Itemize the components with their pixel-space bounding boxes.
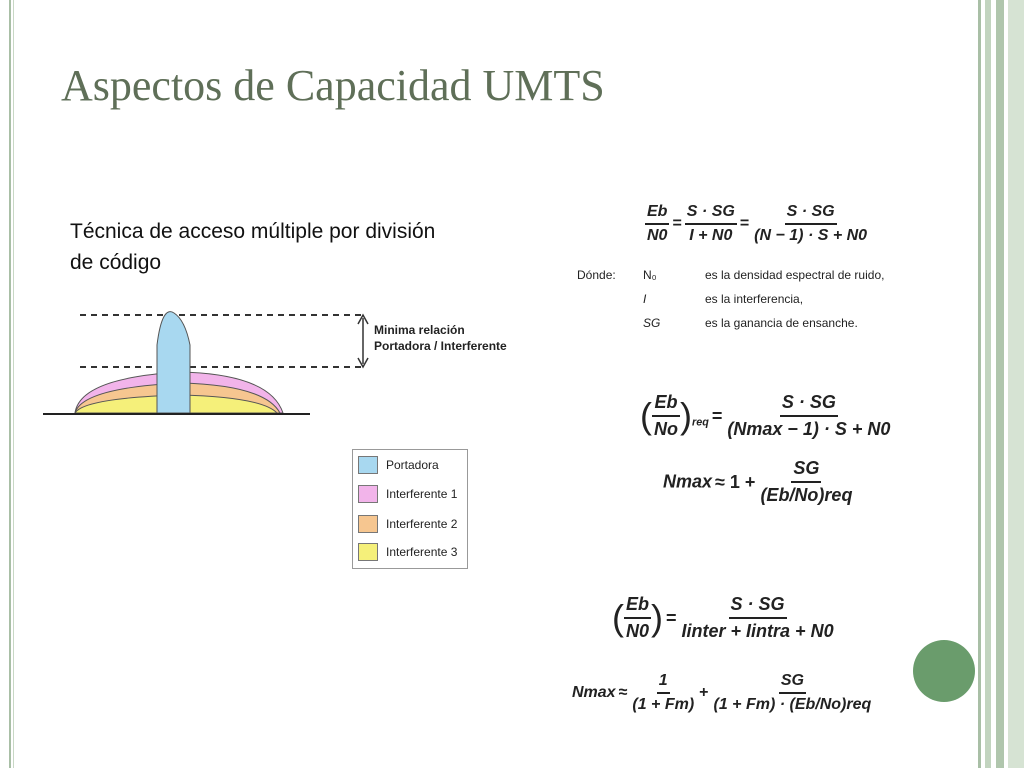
left-border-line-thin [13,0,14,768]
slide-subtitle: Técnica de acceso múltiple por división … [70,220,436,274]
where-label: Dónde: [577,268,616,282]
cdma-spectrum-diagram [43,311,369,415]
legend-swatch [358,543,378,561]
equation-nmax-approx: Nmax≈ 1 +SG(Eb/No)req [663,458,853,505]
right-border-stripe [985,0,991,768]
definition-i: es la interferencia, [705,292,804,306]
legend-item-interferente-1: Interferente 1 [358,484,457,504]
slide-title: Aspectos de Capacidad UMTS [61,61,605,110]
decorative-circle [913,640,975,702]
left-border-line [9,0,11,768]
legend-swatch [358,456,378,474]
symbol-n0: N₀ [643,268,657,282]
right-border-stripe [978,0,981,768]
ratio-annotation: Minima relación Portadora / Interferente [374,323,507,353]
symbol-i: I [643,292,647,306]
legend-swatch [358,515,378,533]
symbol-sg: SG [643,316,661,330]
ratio-arrow-top [357,313,369,325]
definition-n0: es la densidad espectral de ruido, [705,268,885,282]
definition-sg: es la ganancia de ensanche. [705,316,858,330]
legend-item-interferente-2: Interferente 2 [358,514,457,534]
right-border-stripe [1008,0,1024,768]
carrier-shape [156,311,191,414]
equation-nmax-fm: Nmax≈1(1 + Fm)+SG(1 + Fm) · (Eb/No)req [572,672,872,713]
right-border-stripe [996,0,1004,768]
legend-item-portadora: Portadora [358,455,439,475]
legend-swatch [358,485,378,503]
legend-item-interferente-3: Interferente 3 [358,542,457,562]
ratio-arrow-bottom [357,357,369,369]
diagram-legend: Portadora Interferente 1 Interferente 2 … [352,449,468,569]
